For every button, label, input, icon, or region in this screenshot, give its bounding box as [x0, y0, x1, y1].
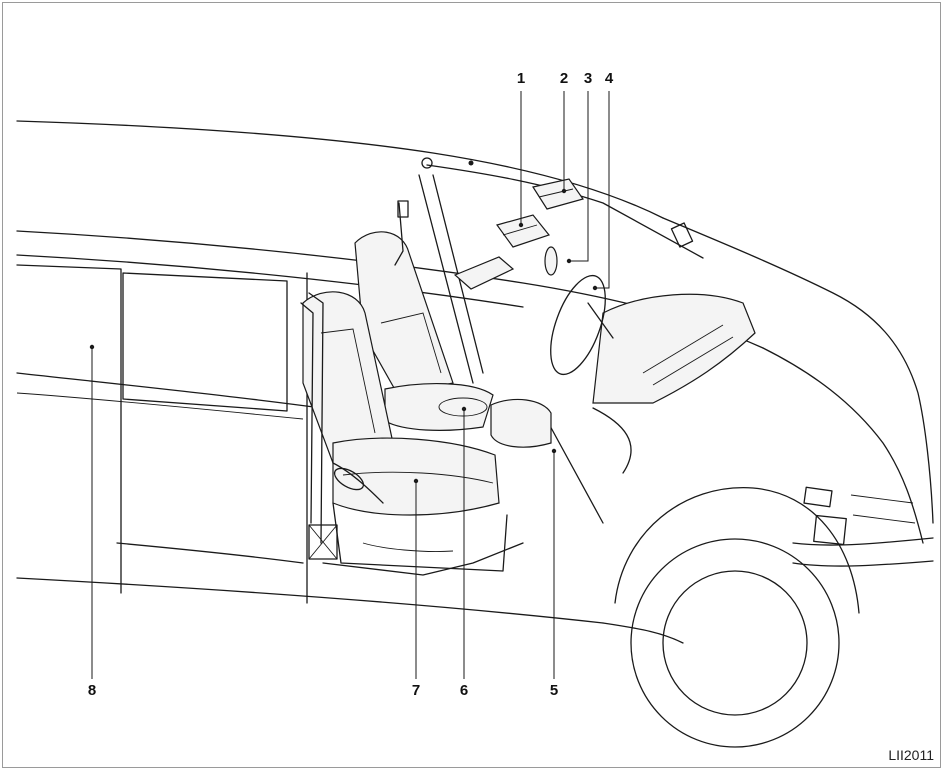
figure-id-label: LII2011	[888, 747, 934, 763]
callout-label-6: 6	[460, 682, 468, 699]
van-interior-illustration: 1 2 3 4 5 6 7	[16, 70, 934, 748]
overhead-console	[496, 178, 584, 248]
callout-label-1: 1	[517, 70, 525, 87]
sun-visor	[453, 246, 558, 290]
seat-belt	[300, 200, 409, 560]
callout-5: 5	[550, 448, 558, 699]
callout-6: 6	[460, 406, 468, 699]
driver-seat	[354, 231, 552, 448]
callout-3: 3	[566, 70, 592, 264]
van-body	[16, 120, 934, 644]
front-wheel	[614, 487, 860, 748]
interior-floor	[322, 542, 524, 576]
callout-label-3: 3	[584, 70, 592, 87]
callout-1: 1	[517, 70, 525, 228]
callout-4: 4	[592, 70, 614, 291]
sliding-door	[16, 264, 308, 604]
callout-label-2: 2	[560, 70, 568, 87]
callout-label-7: 7	[412, 682, 420, 699]
callout-label-5: 5	[550, 682, 558, 699]
steering-wheel	[550, 274, 614, 376]
dashboard	[542, 293, 756, 524]
callout-label-8: 8	[88, 682, 96, 699]
callout-7: 7	[412, 478, 420, 699]
callout-2: 2	[560, 70, 568, 194]
callout-8: 8	[88, 344, 96, 699]
callout-label-4: 4	[605, 70, 614, 87]
